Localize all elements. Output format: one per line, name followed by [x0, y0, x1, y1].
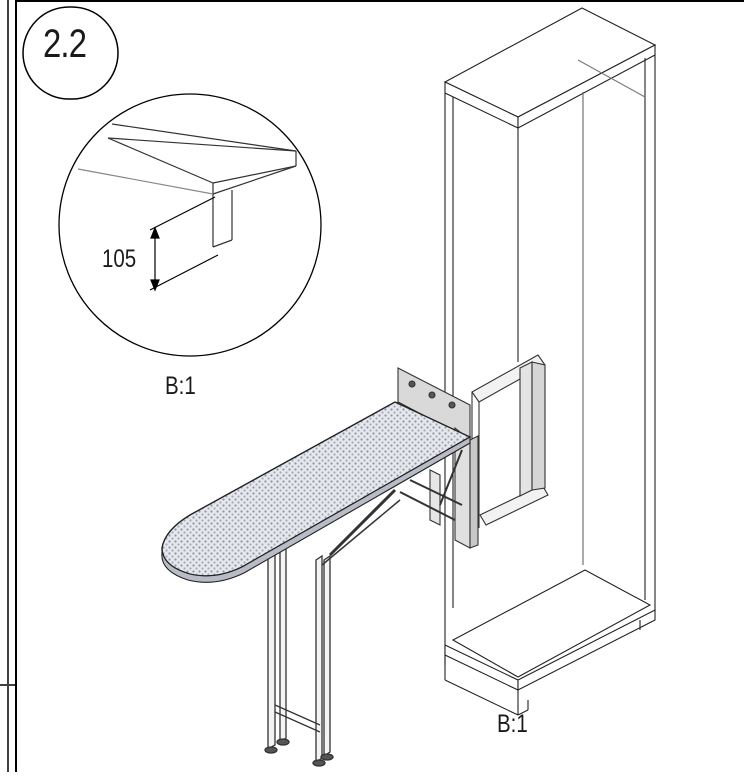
step-number: 2.2 — [43, 22, 87, 66]
board-legs — [264, 488, 401, 767]
step-badge — [22, 6, 119, 100]
detail-top-panel — [77, 123, 297, 248]
ironing-board — [161, 401, 472, 583]
tall-cabinet — [443, 7, 657, 716]
detail-scale-label: B:1 — [165, 372, 196, 400]
detail-circle — [58, 93, 322, 357]
main-scale-label: B:1 — [497, 710, 528, 738]
dimension-label: 105 — [102, 245, 137, 273]
detail-dimension — [149, 196, 219, 292]
